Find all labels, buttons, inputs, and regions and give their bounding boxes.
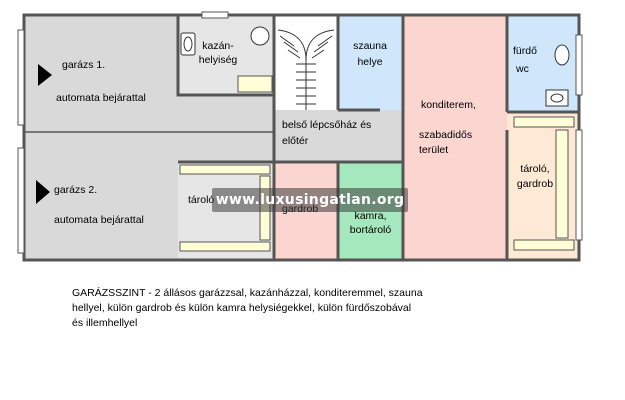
shelf-left-top xyxy=(179,164,271,175)
watermark-text: www.luxusingatlan.org xyxy=(215,192,405,208)
washbasin-bowl xyxy=(550,93,564,103)
storage-left-label: tároló xyxy=(188,194,215,206)
bath-label-1: fürdő xyxy=(513,45,537,57)
window-top xyxy=(201,11,229,19)
garage-1-door xyxy=(17,29,25,126)
wall-boiler xyxy=(176,15,274,97)
caption-line-1: GARÁZSSZINT - 2 állásos garázzsal, kazán… xyxy=(72,287,423,299)
garage-2-arrow-icon xyxy=(36,180,50,204)
toilet-icon xyxy=(554,44,570,66)
boiler-sink-basin xyxy=(183,36,193,52)
bath-label-2: wc xyxy=(516,63,529,75)
garage-1-desc: automata bejárattal xyxy=(56,92,146,104)
caption-line-3: és illemhellyel xyxy=(72,317,138,329)
shelf-right-bottom xyxy=(513,239,575,251)
window-storage xyxy=(575,129,583,241)
water-heater-icon xyxy=(250,26,270,46)
shelf-right-top xyxy=(513,116,575,128)
gym-floor xyxy=(403,15,507,260)
shelf-left-bottom xyxy=(179,241,271,252)
watermark: www.luxusingatlan.org xyxy=(212,188,408,212)
garage-2-desc: automata bejárattal xyxy=(54,214,144,226)
boiler-label-2: helyiség xyxy=(198,54,238,66)
garage-1-arrow-icon xyxy=(38,64,52,86)
boiler-unit xyxy=(237,75,273,93)
shelf-right-side xyxy=(555,129,569,239)
caption-line-2: hellyel, külön gardrob és külön kamra he… xyxy=(72,302,412,314)
garage-2-label: garázs 2. xyxy=(54,184,98,196)
boiler-label-1: kazán- xyxy=(202,40,234,52)
garage-2-door xyxy=(17,147,25,254)
gym-label-2: szabadidős xyxy=(419,129,473,141)
garage-1-label: garázs 1. xyxy=(62,59,106,71)
hall-label-2: előtér xyxy=(282,135,309,147)
storage-right-label-1: tároló, xyxy=(520,163,550,175)
floor-caption: GARÁZSSZINT - 2 állásos garázzsal, kazán… xyxy=(72,286,492,331)
sauna-floor xyxy=(338,15,403,110)
gym-label-3: terület xyxy=(419,144,449,156)
hall-floor xyxy=(274,110,403,162)
hall-label-1: belső lépcsőház és xyxy=(282,119,372,131)
storage-right-label-2: gardrob xyxy=(516,178,554,190)
sauna-label-1: szauna xyxy=(353,40,387,52)
pantry-label-1: kamra, xyxy=(354,210,387,222)
window-bath xyxy=(575,34,583,96)
sauna-label-2: helye xyxy=(357,56,383,68)
gym-label-1: konditerem, xyxy=(421,99,476,111)
staircase-icon xyxy=(277,29,335,110)
pantry-label-2: bortároló xyxy=(349,224,392,236)
